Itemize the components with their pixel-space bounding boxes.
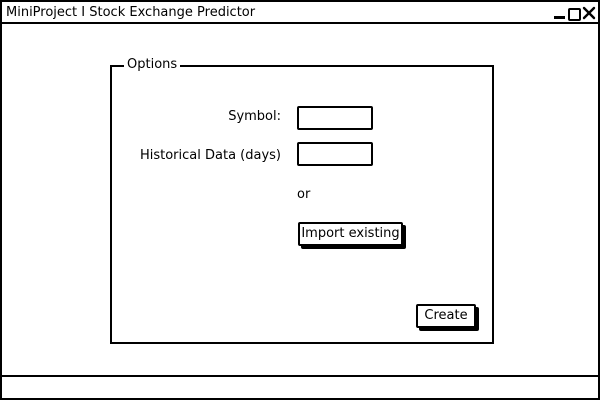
or-label: or bbox=[297, 187, 311, 202]
title-bar: MiniProject I Stock Exchange Predictor bbox=[2, 2, 598, 24]
status-bar bbox=[2, 375, 598, 398]
window-title: MiniProject I Stock Exchange Predictor bbox=[6, 5, 256, 20]
options-legend: Options bbox=[124, 57, 181, 72]
symbol-label: Symbol: bbox=[228, 109, 281, 124]
options-group: Options Symbol: Historical Data (days) o… bbox=[110, 57, 494, 344]
historical-data-label: Historical Data (days) bbox=[139, 148, 281, 163]
maximize-icon[interactable] bbox=[568, 8, 581, 21]
minimize-icon[interactable] bbox=[554, 7, 566, 21]
import-existing-button[interactable]: Import existing bbox=[298, 222, 403, 246]
historical-data-input[interactable] bbox=[297, 142, 373, 166]
symbol-input[interactable] bbox=[297, 106, 373, 130]
create-button[interactable]: Create bbox=[416, 304, 476, 328]
close-icon[interactable] bbox=[582, 5, 596, 21]
